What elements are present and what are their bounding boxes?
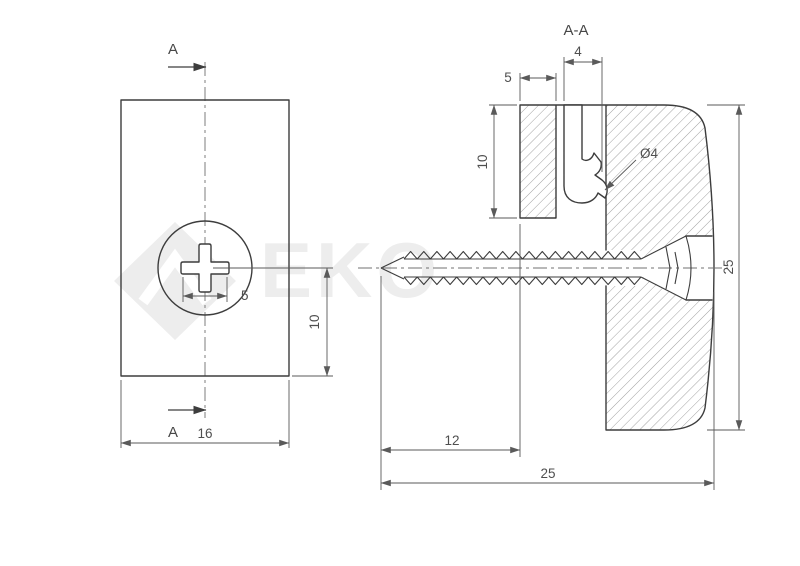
countersink-notch — [685, 235, 713, 301]
dim-overall-length: 25 — [380, 292, 715, 490]
dim-screw-protrusion: 12 — [380, 224, 521, 490]
dim-wall-thickness: 5 — [504, 70, 557, 101]
leader-line — [604, 159, 637, 191]
hatch-body-upper — [606, 105, 713, 259]
section-label-bottom: A — [168, 424, 178, 441]
dim-label: 5 — [504, 70, 512, 85]
dim-label: 25 — [540, 466, 555, 481]
screw-thread-bottom — [403, 276, 642, 286]
dim-front-cross-width: 5 — [182, 277, 249, 303]
hatch-wall — [520, 105, 556, 218]
dim-label: Ø4 — [640, 146, 659, 161]
section-view: A-A 5 — [358, 22, 745, 490]
dim-hole-diameter: Ø4 — [604, 146, 659, 191]
dim-hook-depth: 10 — [475, 104, 517, 219]
hatch-body-lower — [606, 277, 713, 430]
dim-front-width: 16 — [120, 380, 290, 448]
dim-front-center-offset: 10 — [213, 267, 333, 377]
dim-hook-width: 4 — [563, 44, 603, 172]
watermark-logo-chevron — [138, 248, 212, 306]
dim-label: 5 — [241, 288, 249, 303]
dim-label: 10 — [307, 314, 322, 329]
screw-head-recess — [665, 246, 679, 290]
section-cut-marks: A A — [168, 41, 207, 441]
dim-body-height: 25 — [707, 104, 745, 431]
front-body-outline — [120, 99, 290, 377]
front-view: A A 5 10 16 — [120, 41, 333, 448]
dim-label: 10 — [475, 154, 490, 169]
dim-label: 12 — [444, 433, 459, 448]
dim-label: 4 — [574, 44, 582, 59]
dim-label: 16 — [197, 426, 212, 441]
screw-thread-top — [403, 250, 642, 260]
section-label-top: A — [168, 41, 178, 58]
dim-label: 25 — [721, 259, 736, 274]
phillips-cross-icon — [180, 243, 230, 293]
screw-tip — [380, 256, 405, 280]
section-view-title: A-A — [563, 22, 588, 39]
screw-head — [640, 235, 692, 301]
screw — [358, 235, 728, 301]
